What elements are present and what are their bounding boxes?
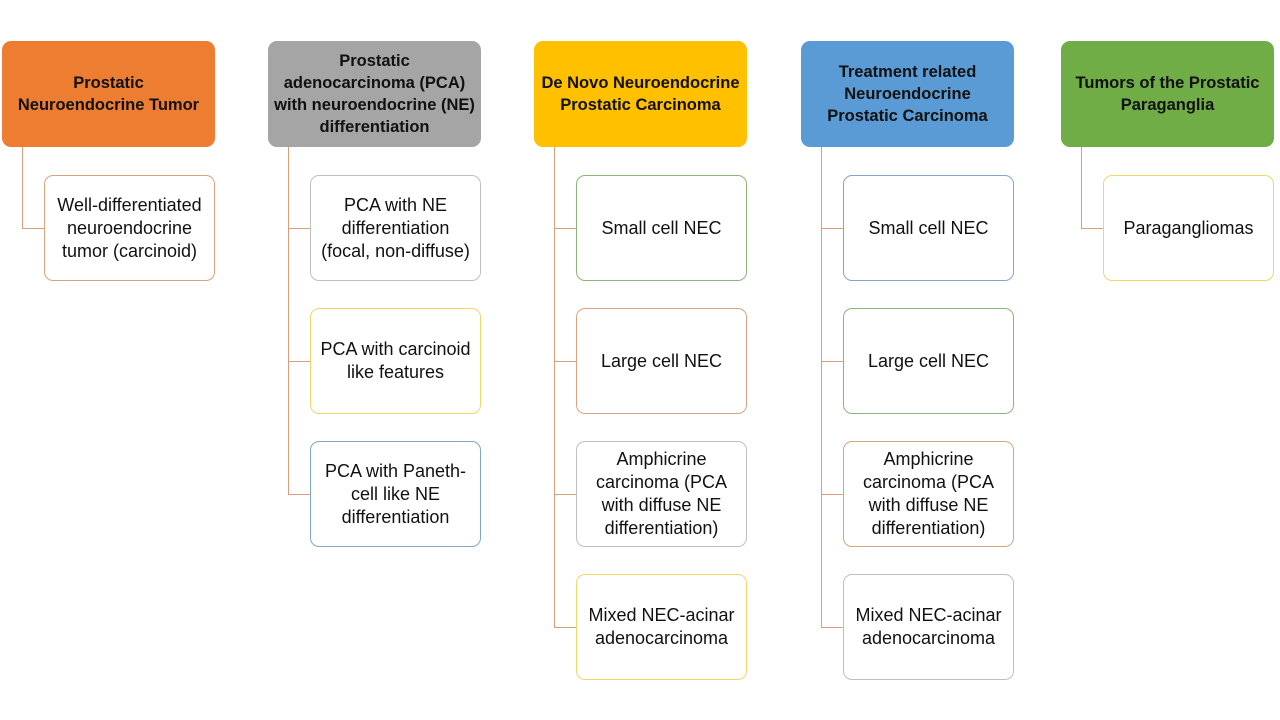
category-column: Treatment related Neuroendocrine Prostat… bbox=[801, 0, 1016, 720]
category-column: Prostatic adenocarcinoma (PCA) with neur… bbox=[268, 0, 483, 720]
subtype-box: Amphicrine carcinoma (PCA with diffuse N… bbox=[843, 441, 1014, 547]
connector-branch bbox=[554, 494, 576, 495]
subtype-box: Small cell NEC bbox=[843, 175, 1014, 281]
subtype-box: Amphicrine carcinoma (PCA with diffuse N… bbox=[576, 441, 747, 547]
connector-trunk bbox=[288, 147, 289, 494]
connector-branch bbox=[554, 361, 576, 362]
connector-branch bbox=[288, 228, 310, 229]
category-header: Prostatic adenocarcinoma (PCA) with neur… bbox=[268, 41, 481, 147]
subtype-box: Well-differentiated neuroendocrine tumor… bbox=[44, 175, 215, 281]
category-column: De Novo Neuroendocrine Prostatic Carcino… bbox=[534, 0, 749, 720]
connector-trunk bbox=[1081, 147, 1082, 228]
connector-trunk bbox=[22, 147, 23, 228]
category-header: Treatment related Neuroendocrine Prostat… bbox=[801, 41, 1014, 147]
category-header: De Novo Neuroendocrine Prostatic Carcino… bbox=[534, 41, 747, 147]
connector-branch bbox=[821, 361, 843, 362]
category-header: Tumors of the Prostatic Paraganglia bbox=[1061, 41, 1274, 147]
subtype-box: Small cell NEC bbox=[576, 175, 747, 281]
category-header: Prostatic Neuroendocrine Tumor bbox=[2, 41, 215, 147]
connector-branch bbox=[554, 627, 576, 628]
connector-branch bbox=[288, 361, 310, 362]
connector-branch bbox=[554, 228, 576, 229]
subtype-box: Large cell NEC bbox=[576, 308, 747, 414]
connector-branch bbox=[821, 494, 843, 495]
connector-branch bbox=[821, 228, 843, 229]
connector-branch bbox=[1081, 228, 1103, 229]
connector-branch bbox=[22, 228, 44, 229]
subtype-box: Mixed NEC-acinar adenocarcinoma bbox=[576, 574, 747, 680]
subtype-box: PCA with Paneth-cell like NE differentia… bbox=[310, 441, 481, 547]
subtype-box: PCA with NE differentiation (focal, non-… bbox=[310, 175, 481, 281]
subtype-box: Paragangliomas bbox=[1103, 175, 1274, 281]
connector-branch bbox=[288, 494, 310, 495]
subtype-box: PCA with carcinoid like features bbox=[310, 308, 481, 414]
connector-trunk bbox=[821, 147, 822, 627]
subtype-box: Large cell NEC bbox=[843, 308, 1014, 414]
connector-branch bbox=[821, 627, 843, 628]
connector-trunk bbox=[554, 147, 555, 627]
subtype-box: Mixed NEC-acinar adenocarcinoma bbox=[843, 574, 1014, 680]
